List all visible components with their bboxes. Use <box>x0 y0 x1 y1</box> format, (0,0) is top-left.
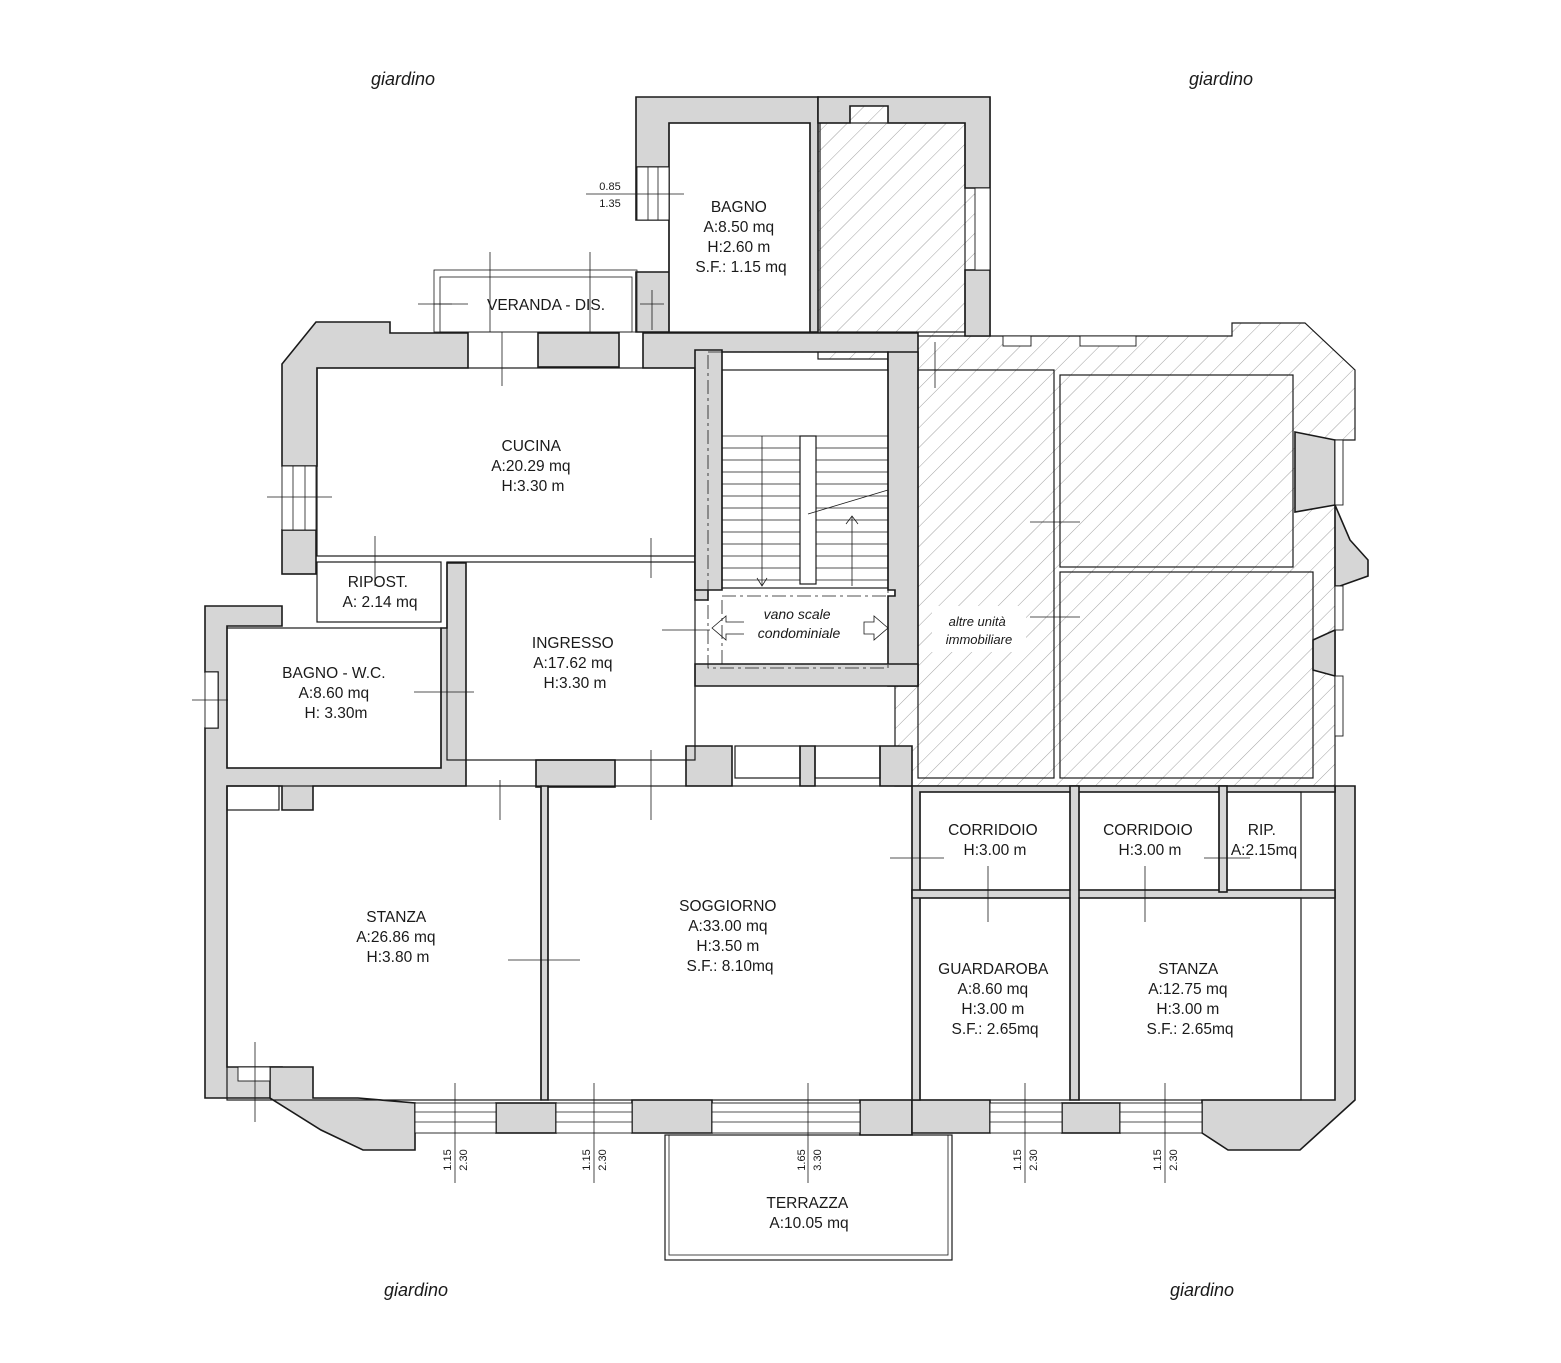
dim-bottom-3a: 1.65 <box>796 1149 808 1170</box>
window-dimension-labels: 0.85 1.35 1.15 2.30 1.15 2.30 1.65 3.30 … <box>442 181 1180 1171</box>
note-vano-scale: vano scale condominiale <box>758 606 841 641</box>
room-label-guardaroba: GUARDAROBA A:8.60 mq H:3.00 m S.F.: 2.65… <box>938 961 1052 1038</box>
room-label-corridoio-1: CORRIDOIO H:3.00 m <box>948 822 1042 859</box>
room-label-stanza-right: STANZA A:12.75 mq H:3.00 m S.F.: 2.65mq <box>1146 961 1233 1038</box>
garden-labels: giardino giardino giardino giardino <box>371 69 1253 1300</box>
dim-bottom-4b: 2.30 <box>1028 1149 1040 1170</box>
dim-bottom-3b: 3.30 <box>812 1149 824 1170</box>
dim-bottom-2b: 2.30 <box>597 1149 609 1170</box>
note-altre-unita: altre unità immobiliare <box>946 614 1012 647</box>
room-label-bagno-wc: BAGNO - W.C. A:8.60 mq H: 3.30m <box>282 665 390 722</box>
room-label-cucina: CUCINA A:20.29 mq H:3.30 m <box>491 438 575 495</box>
room-label-corridoio-2: CORRIDOIO H:3.00 m <box>1103 822 1197 859</box>
room-outlines <box>226 122 1314 1261</box>
other-units-area <box>817 96 1356 787</box>
dim-bottom-5a: 1.15 <box>1152 1149 1164 1170</box>
dim-bottom-5b: 2.30 <box>1168 1149 1180 1170</box>
garden-label-bottom-right: giardino <box>1170 1280 1234 1300</box>
note-labels: vano scale condominiale altre unità immo… <box>744 598 1026 652</box>
room-label-bagno: BAGNO A:8.50 mq H:2.60 m S.F.: 1.15 mq <box>695 199 786 276</box>
dim-bottom-2a: 1.15 <box>581 1149 593 1170</box>
staircase <box>707 351 889 669</box>
dim-bottom-1b: 2.30 <box>458 1149 470 1170</box>
room-label-ripost: RIPOST. A: 2.14 mq <box>343 574 418 611</box>
door-markers <box>192 193 1250 1183</box>
garden-label-bottom-left: giardino <box>384 1280 448 1300</box>
room-label-terrazza: TERRAZZA A:10.05 mq <box>766 1195 851 1232</box>
dim-bagno-window-upper: 0.85 <box>599 181 620 193</box>
walls <box>204 96 1369 1151</box>
dim-bottom-1a: 1.15 <box>442 1149 454 1170</box>
dim-bottom-4a: 1.15 <box>1012 1149 1024 1170</box>
room-label-ingresso: INGRESSO A:17.62 mq H:3.30 m <box>532 635 618 692</box>
room-label-veranda: VERANDA - DIS. <box>487 297 605 314</box>
garden-label-top-left: giardino <box>371 69 435 89</box>
room-label-rip: RIP. A:2.15mq <box>1231 822 1297 859</box>
room-label-stanza-left: STANZA A:26.86 mq H:3.80 m <box>356 909 440 966</box>
room-labels: BAGNO A:8.50 mq H:2.60 m S.F.: 1.15 mq V… <box>282 199 1297 1232</box>
room-label-soggiorno: SOGGIORNO A:33.00 mq H:3.50 m S.F.: 8.10… <box>679 898 781 975</box>
dim-bagno-window-lower: 1.35 <box>599 198 620 210</box>
garden-label-top-right: giardino <box>1189 69 1253 89</box>
